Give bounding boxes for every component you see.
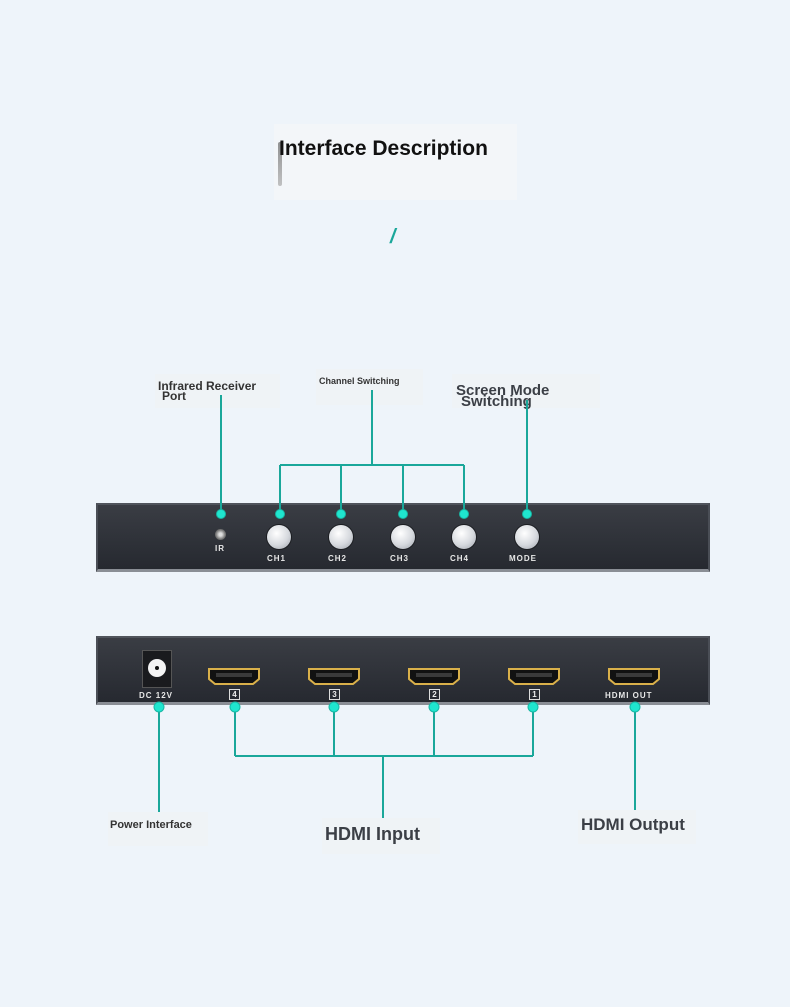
- hdmi-port-4-icon: [208, 668, 260, 685]
- hdmi-out-label: HDMI OUT: [605, 691, 653, 700]
- hdmi-output-label: HDMI Output: [581, 815, 685, 834]
- hdmi-out-port-icon: [608, 668, 660, 685]
- ch3-button[interactable]: [391, 525, 415, 549]
- ch2-label: CH2: [328, 554, 348, 563]
- power-label-box: [108, 812, 208, 846]
- ir-port-label: IR: [215, 544, 225, 553]
- ch3-label: CH3: [390, 554, 410, 563]
- ir-label-box: [155, 374, 280, 408]
- hdmi-output-label-box: [578, 810, 696, 844]
- mode-button[interactable]: [515, 525, 539, 549]
- ir-label-line2: Port: [162, 389, 186, 403]
- page-title: Interface Description: [279, 137, 488, 160]
- mode-label-line1: Screen Mode: [456, 382, 550, 399]
- ch2-button[interactable]: [329, 525, 353, 549]
- mode-label-line2: Switching: [461, 393, 532, 410]
- ir-label-line1: Infrared Receiver: [158, 379, 257, 393]
- ch1-label: CH1: [267, 554, 287, 563]
- ch4-button[interactable]: [452, 525, 476, 549]
- title-background: [274, 124, 517, 200]
- hdmi-port-2-icon: [408, 668, 460, 685]
- input-1-number: 1: [529, 689, 540, 700]
- hdmi-port-1-icon: [508, 668, 560, 685]
- ch4-label: CH4: [450, 554, 470, 563]
- input-2-number: 2: [429, 689, 440, 700]
- dc-label: DC 12V: [139, 691, 174, 700]
- hdmi-input-label-box: [322, 818, 440, 854]
- input-3-number: 3: [329, 689, 340, 700]
- channel-label-box: [316, 369, 423, 405]
- ch1-button[interactable]: [267, 525, 291, 549]
- divider-mark: /: [390, 226, 396, 248]
- mode-label: MODE: [509, 554, 537, 563]
- hdmi-port-3-icon: [308, 668, 360, 685]
- title-marker: [278, 142, 282, 186]
- ir-sensor-icon: [215, 529, 226, 540]
- dc-jack-icon: [142, 650, 172, 688]
- input-4-number: 4: [229, 689, 240, 700]
- power-interface-label: Power Interface: [110, 819, 192, 831]
- back-panel: [96, 636, 710, 705]
- channel-label: Channel Switching: [319, 376, 400, 386]
- hdmi-input-label: HDMI Input: [325, 824, 420, 844]
